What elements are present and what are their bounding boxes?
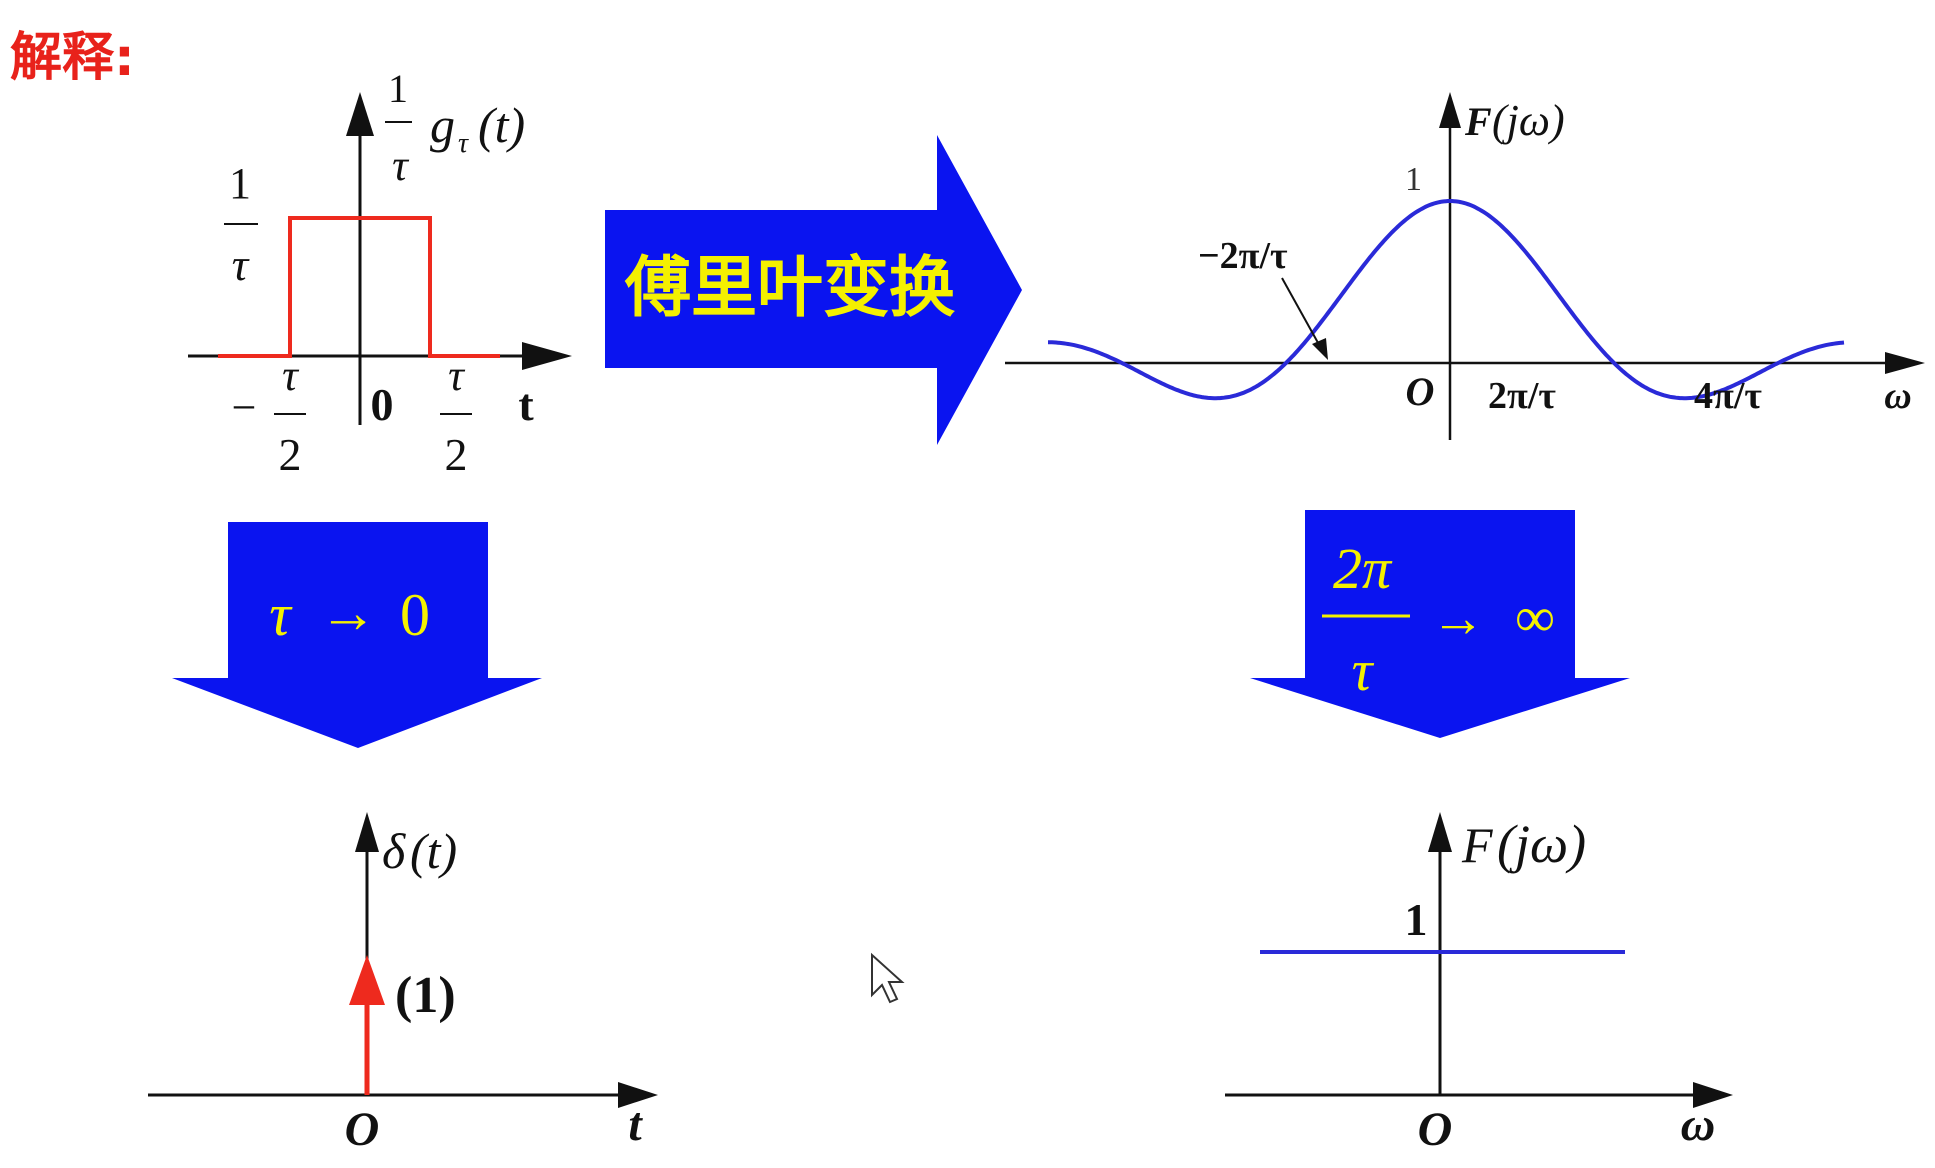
gate-y-arrowhead <box>346 92 374 136</box>
gate-level-den: τ <box>232 239 250 290</box>
gate-x-arrowhead <box>522 342 572 370</box>
right-arrow-label: 傅里叶变换 <box>624 249 955 326</box>
delta-ylabel-arg: (t) <box>410 823 457 879</box>
gate-ylabel-num: 1 <box>388 66 408 111</box>
gate-origin: 0 <box>371 379 394 430</box>
gate-right-tick-num: τ <box>448 351 466 400</box>
gate-ylabel-den: τ <box>392 141 410 190</box>
gate-left-tick-den: 2 <box>279 429 302 480</box>
mouse-cursor-icon <box>871 952 905 1004</box>
sinc-annotation-arrowhead <box>1312 338 1328 360</box>
sinc-origin: O <box>1406 369 1435 414</box>
gate-ylabel-func: g <box>430 97 455 153</box>
flat-x-label: ω <box>1681 1098 1716 1151</box>
sinc-curve <box>1048 199 1845 401</box>
right-arrow-rhs: ∞ <box>1515 587 1555 649</box>
sinc-tick-2: 4π/τ <box>1694 375 1762 417</box>
right-arrow-shape <box>605 135 1022 445</box>
right-arrow-num: 2π <box>1333 536 1393 601</box>
sinc-peak-label: 1 <box>1405 161 1422 198</box>
flat-x-arrowhead <box>1693 1082 1733 1108</box>
flat-origin: O <box>1418 1103 1453 1156</box>
gate-ylabel-sub: τ <box>458 128 469 159</box>
sinc-annotation-pointer <box>1281 277 1323 351</box>
delta-x-arrowhead <box>618 1082 658 1108</box>
flat-y-arrowhead <box>1428 812 1452 852</box>
left-arrow-arrow: → <box>319 580 377 645</box>
tau-to-zero-arrow: τ → 0 <box>172 522 542 748</box>
delta-plot: δ (t) (1) O t <box>148 812 658 1156</box>
gate-plot: 1 τ g τ (t) 1 τ − τ 2 0 τ 2 t <box>188 66 572 480</box>
sinc-x-label: ω <box>1884 375 1911 417</box>
gate-left-tick-num: τ <box>282 351 300 400</box>
gate-level-num: 1 <box>229 159 251 208</box>
sinc-plot: F (jω) 1 −2π/τ O 2π/τ 4π/τ ω <box>1005 92 1925 440</box>
delta-weight: (1) <box>395 967 456 1024</box>
right-down-arrow-shape <box>1250 510 1630 738</box>
gate-pulse <box>218 216 500 358</box>
right-arrow-den: τ <box>1352 638 1375 703</box>
delta-y-arrowhead <box>355 812 379 852</box>
fourier-transform-arrow: 傅里叶变换 <box>605 135 1022 445</box>
header-title: 解释: <box>10 28 135 88</box>
left-arrow-lhs: τ <box>269 582 293 648</box>
flat-ylabel-arg: (jω) <box>1497 814 1586 874</box>
left-arrow-rhs: 0 <box>400 582 430 648</box>
flat-ylabel-F: F <box>1461 817 1493 873</box>
flat-spectrum-plot: F (jω) 1 O ω <box>1225 812 1733 1156</box>
sinc-x-arrowhead <box>1885 352 1925 374</box>
sinc-tick-1: 2π/τ <box>1488 375 1556 417</box>
right-arrow-arrow: → <box>1431 588 1485 648</box>
delta-origin: O <box>345 1103 380 1156</box>
delta-ylabel-func: δ <box>382 823 406 879</box>
delta-x-label: t <box>628 1098 643 1151</box>
gate-right-tick-den: 2 <box>445 429 468 480</box>
gate-x-label: t <box>518 379 534 430</box>
left-down-arrow-shape <box>172 522 542 748</box>
sinc-annotation: −2π/τ <box>1198 235 1288 277</box>
sinc-ylabel-arg: (jω) <box>1492 96 1565 145</box>
sinc-ylabel-F: F <box>1464 99 1492 144</box>
delta-impulse-arrowhead <box>349 955 385 1005</box>
flat-level-label: 1 <box>1405 894 1428 945</box>
sinc-y-arrowhead <box>1439 92 1461 128</box>
freq-to-infinity-arrow: 2π τ → ∞ <box>1250 510 1630 738</box>
gate-ylabel-arg: (t) <box>478 97 525 153</box>
gate-left-tick-sign: − <box>232 383 257 432</box>
